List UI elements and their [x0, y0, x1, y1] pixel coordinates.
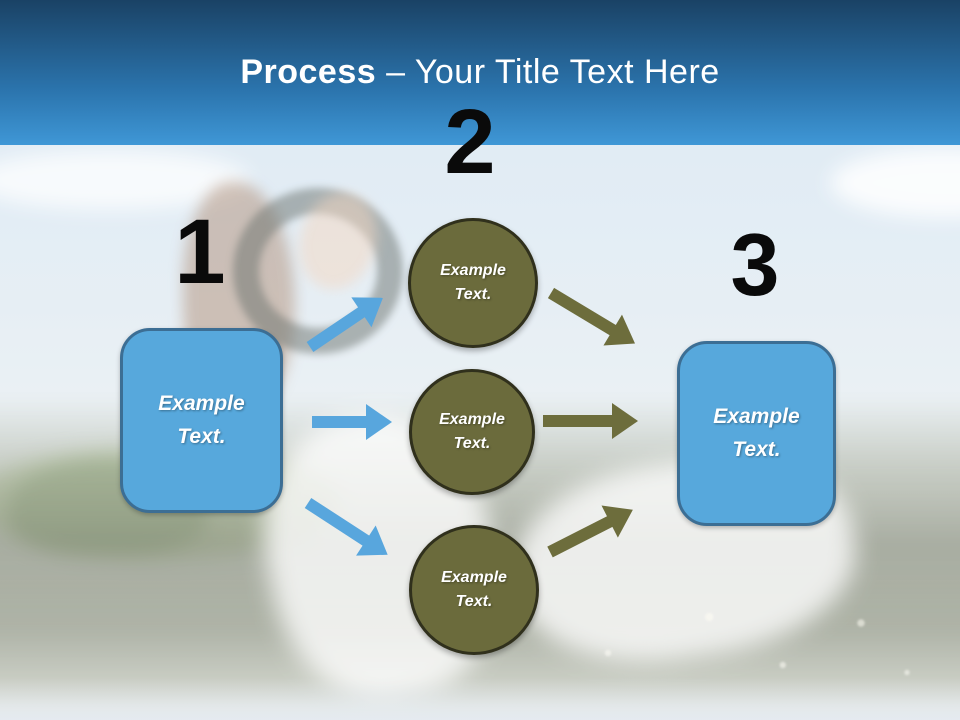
- title-emphasis: Process: [240, 53, 377, 91]
- step-number-1: 1: [174, 201, 226, 303]
- step-number-2: 2: [444, 91, 496, 193]
- bottom-haze: [0, 678, 960, 720]
- arrow-left-to-bottom-circle: [304, 497, 388, 556]
- step2-circle-top-label: Example Text.: [440, 262, 506, 303]
- step3-box: Example Text.: [677, 341, 836, 526]
- step2-circle-bottom-label: Example Text.: [441, 569, 507, 610]
- title-rest: – Your Title Text Here: [376, 53, 720, 91]
- step2-circle-bottom: Example Text.: [409, 525, 539, 655]
- step-number-3: 3: [730, 215, 780, 314]
- step3-box-label: Example Text.: [713, 404, 800, 461]
- step2-circle-top: Example Text.: [408, 218, 538, 348]
- step1-box-label: Example Text.: [158, 391, 245, 448]
- step2-circle-middle-label: Example Text.: [439, 411, 505, 452]
- arrow-top-circle-to-right: [547, 287, 636, 346]
- arrow-left-to-top-circle: [306, 297, 383, 352]
- arrow-middle-circle-to-right: [543, 403, 638, 439]
- arrow-bottom-circle-to-right: [547, 505, 633, 558]
- step2-circle-middle: Example Text.: [409, 369, 535, 495]
- step1-box: Example Text.: [120, 328, 283, 513]
- cloud-left: [0, 150, 250, 210]
- slide-title: Process – Your Title Text Here: [0, 55, 960, 89]
- header-band: [0, 0, 960, 145]
- arrow-left-to-middle-circle: [312, 404, 392, 440]
